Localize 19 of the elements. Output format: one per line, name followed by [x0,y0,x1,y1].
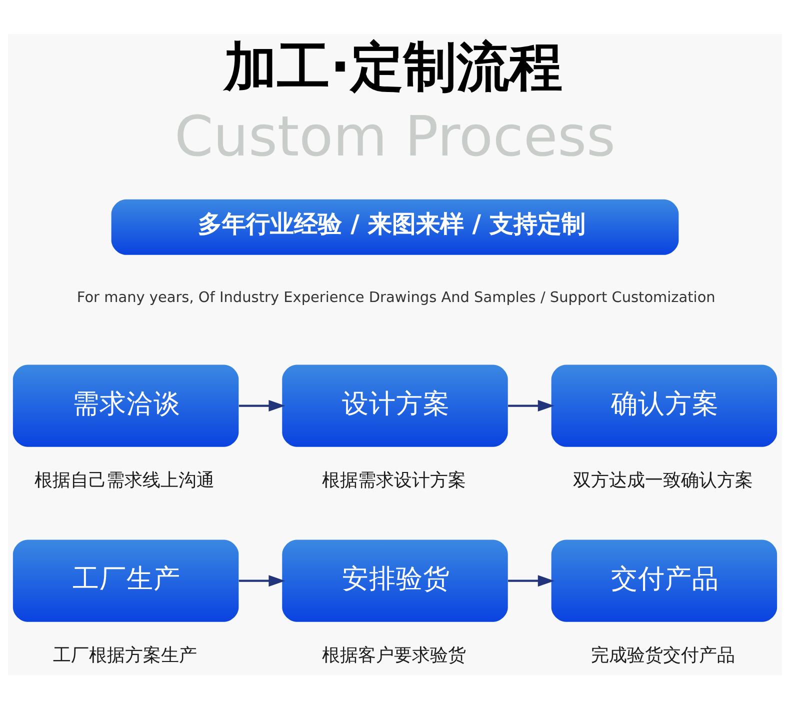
arrow [508,575,554,587]
node-box: 需求洽谈 [12,364,239,447]
node-label: 工厂根据方案生产 [52,645,197,666]
node-label: 完成验货交付产品 [591,645,736,666]
node-box: 安排验货 [282,540,508,622]
node-box: 工厂生产 [12,540,239,622]
node-box: 交付产品 [551,540,778,622]
arrow [238,400,286,412]
node-label: 根据自己需求线上沟通 [34,470,215,492]
diagram-title: 加工·定制流程 [224,36,562,98]
label: For many years, Of Industry Experience Drawings And Samples / Support Customization [76,290,716,306]
node-label: 双方达成一致确认方案 [573,470,754,492]
node-box: 多年行业经验 / 来图来样 / 支持定制 [111,199,679,255]
arrow [238,575,286,587]
node-label: 根据需求设计方案 [322,470,466,492]
arrow [508,400,554,412]
node-label: 根据客户要求验货 [322,645,466,666]
node-box: 确认方案 [551,364,778,447]
node-box: 设计方案 [282,364,508,447]
